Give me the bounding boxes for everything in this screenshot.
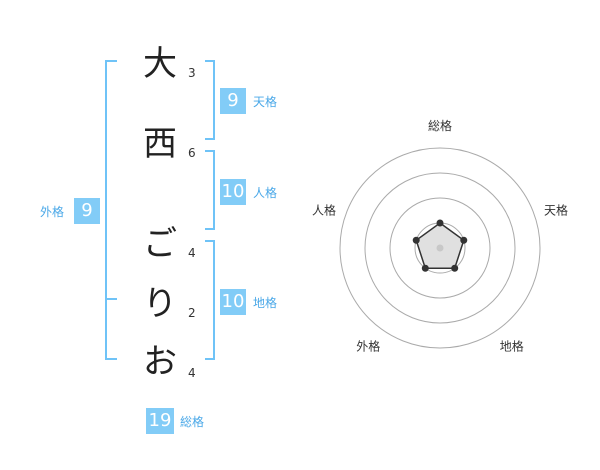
chikaku-label: 地格: [253, 296, 278, 310]
gaikaku-badge: 9: [74, 198, 100, 224]
stroke-count-5: 4: [188, 366, 196, 380]
gaikaku-bracket-tick: [105, 298, 117, 300]
radar-axis-label-3: 地格: [500, 339, 524, 354]
tenkaku-bracket: [205, 60, 215, 140]
name-char-2: 西: [143, 124, 177, 164]
soukaku-label: 総格: [180, 415, 205, 429]
stroke-count-3: 4: [188, 246, 196, 260]
chikaku-badge: 10: [220, 289, 246, 315]
name-char-1: 大: [143, 44, 177, 84]
name-char-4: り: [143, 284, 177, 324]
gaikaku-bracket: [105, 60, 117, 360]
stroke-count-4: 2: [188, 306, 196, 320]
soukaku-badge: 19: [146, 408, 174, 434]
stroke-count-1: 3: [188, 66, 196, 80]
stroke-count-2: 6: [188, 146, 196, 160]
radar-ring-2: [389, 197, 491, 299]
radar-axis-label-4: 外格: [356, 339, 380, 354]
radar-ring-4: [339, 147, 541, 349]
radar-axis-label-5: 人格: [312, 202, 336, 217]
tenkaku-label: 天格: [253, 95, 278, 109]
gaikaku-label: 外格: [40, 205, 65, 219]
radar-point-1: [436, 219, 444, 227]
name-char-3: ご: [143, 224, 177, 264]
jinkaku-badge: 10: [220, 179, 246, 205]
radar-point-4: [421, 264, 429, 272]
tenkaku-badge: 9: [220, 88, 246, 114]
radar-point-2: [460, 236, 468, 244]
radar-center-point: [436, 244, 444, 252]
name-char-5: お: [143, 342, 177, 382]
jinkaku-label: 人格: [253, 186, 278, 200]
jinkaku-bracket: [205, 150, 215, 230]
radar-point-5: [412, 236, 420, 244]
radar-axis-label-2: 天格: [544, 202, 568, 217]
chikaku-bracket: [205, 240, 215, 360]
radar-axis-label-1: 総格: [428, 118, 452, 133]
radar-point-3: [451, 264, 459, 272]
radar-ring-3: [364, 172, 516, 324]
